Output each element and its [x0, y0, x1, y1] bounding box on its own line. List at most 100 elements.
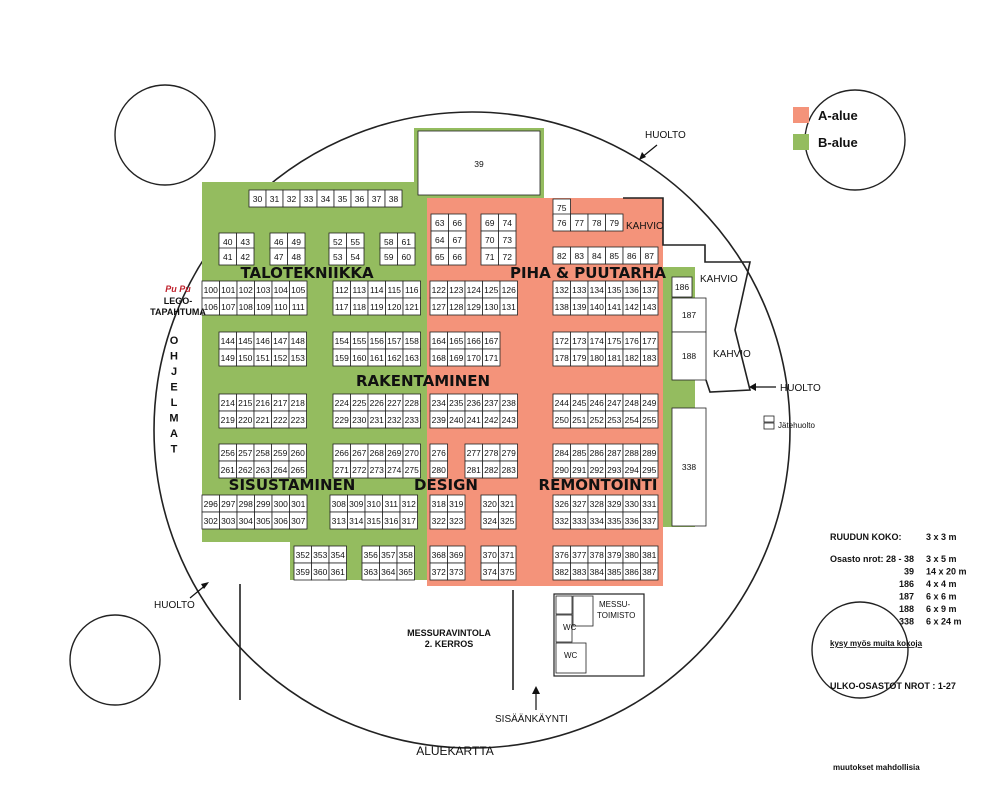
booth-131[interactable]: 131: [499, 297, 518, 316]
booth-135[interactable]: 135: [605, 280, 624, 299]
booth-381[interactable]: 381: [640, 545, 659, 564]
booth-140[interactable]: 140: [587, 297, 606, 316]
booth-49[interactable]: 49: [287, 232, 306, 251]
booth-315[interactable]: 315: [364, 511, 383, 530]
booth-175[interactable]: 175: [605, 331, 624, 350]
booth-334[interactable]: 334: [587, 511, 606, 530]
booth-113[interactable]: 113: [350, 280, 369, 299]
booth-187[interactable]: 187: [671, 297, 707, 333]
booth-107[interactable]: 107: [219, 297, 238, 316]
booth-293[interactable]: 293: [605, 460, 624, 479]
booth-254[interactable]: 254: [622, 410, 641, 429]
booth-145[interactable]: 145: [236, 331, 255, 350]
booth-215[interactable]: 215: [236, 393, 255, 412]
booth-302[interactable]: 302: [201, 511, 220, 530]
booth-151[interactable]: 151: [253, 348, 272, 367]
booth-161[interactable]: 161: [367, 348, 386, 367]
booth-307[interactable]: 307: [289, 511, 308, 530]
booth-374[interactable]: 374: [480, 562, 499, 581]
booth-121[interactable]: 121: [402, 297, 421, 316]
booth-167[interactable]: 167: [482, 331, 501, 350]
booth-109[interactable]: 109: [254, 297, 273, 316]
booth-83[interactable]: 83: [570, 246, 589, 265]
booth-274[interactable]: 274: [385, 460, 404, 479]
booth-337[interactable]: 337: [640, 511, 659, 530]
booth-306[interactable]: 306: [271, 511, 290, 530]
booth-357[interactable]: 357: [379, 545, 398, 564]
booth-177[interactable]: 177: [640, 331, 659, 350]
booth-70[interactable]: 70: [480, 230, 499, 249]
booth-359[interactable]: 359: [293, 562, 312, 581]
booth-238[interactable]: 238: [499, 393, 518, 412]
booth-299[interactable]: 299: [254, 494, 273, 513]
booth-147[interactable]: 147: [271, 331, 290, 350]
booth-284[interactable]: 284: [552, 443, 571, 462]
booth-321[interactable]: 321: [498, 494, 517, 513]
booth-229[interactable]: 229: [332, 410, 351, 429]
booth-319[interactable]: 319: [447, 494, 466, 513]
booth-100[interactable]: 100: [201, 280, 220, 299]
booth-179[interactable]: 179: [570, 348, 589, 367]
booth-250[interactable]: 250: [552, 410, 571, 429]
booth-173[interactable]: 173: [570, 331, 589, 350]
booth-117[interactable]: 117: [332, 297, 351, 316]
booth-133[interactable]: 133: [570, 280, 589, 299]
booth-149[interactable]: 149: [218, 348, 237, 367]
booth-248[interactable]: 248: [622, 393, 641, 412]
booth-303[interactable]: 303: [219, 511, 238, 530]
booth-170[interactable]: 170: [464, 348, 483, 367]
booth-286[interactable]: 286: [587, 443, 606, 462]
booth-328[interactable]: 328: [587, 494, 606, 513]
booth-132[interactable]: 132: [552, 280, 571, 299]
booth-358[interactable]: 358: [396, 545, 415, 564]
booth-320[interactable]: 320: [480, 494, 499, 513]
booth-266[interactable]: 266: [332, 443, 351, 462]
booth-324[interactable]: 324: [480, 511, 499, 530]
booth-253[interactable]: 253: [605, 410, 624, 429]
booth-273[interactable]: 273: [367, 460, 386, 479]
booth-63[interactable]: 63: [430, 213, 449, 232]
booth-181[interactable]: 181: [605, 348, 624, 367]
booth-159[interactable]: 159: [332, 348, 351, 367]
booth-232[interactable]: 232: [385, 410, 404, 429]
booth-104[interactable]: 104: [271, 280, 290, 299]
booth-59[interactable]: 59: [379, 247, 398, 266]
booth-255[interactable]: 255: [640, 410, 659, 429]
booth-186[interactable]: 186: [671, 276, 693, 298]
booth-32[interactable]: 32: [282, 189, 301, 208]
booth-160[interactable]: 160: [350, 348, 369, 367]
booth-129[interactable]: 129: [464, 297, 483, 316]
booth-249[interactable]: 249: [640, 393, 659, 412]
booth-338[interactable]: 338: [671, 407, 707, 527]
booth-214[interactable]: 214: [218, 393, 237, 412]
booth-163[interactable]: 163: [402, 348, 421, 367]
booth-332[interactable]: 332: [552, 511, 571, 530]
booth-124[interactable]: 124: [464, 280, 483, 299]
booth-47[interactable]: 47: [269, 247, 288, 266]
booth-176[interactable]: 176: [622, 331, 641, 350]
booth-308[interactable]: 308: [329, 494, 348, 513]
booth-251[interactable]: 251: [570, 410, 589, 429]
booth-222[interactable]: 222: [271, 410, 290, 429]
booth-275[interactable]: 275: [402, 460, 421, 479]
booth-260[interactable]: 260: [288, 443, 307, 462]
booth-218[interactable]: 218: [288, 393, 307, 412]
booth-370[interactable]: 370: [480, 545, 499, 564]
booth-361[interactable]: 361: [328, 562, 347, 581]
booth-78[interactable]: 78: [587, 213, 606, 232]
booth-224[interactable]: 224: [332, 393, 351, 412]
booth-301[interactable]: 301: [289, 494, 308, 513]
booth-43[interactable]: 43: [236, 232, 255, 251]
booth-298[interactable]: 298: [236, 494, 255, 513]
booth-240[interactable]: 240: [447, 410, 466, 429]
booth-380[interactable]: 380: [622, 545, 641, 564]
booth-141[interactable]: 141: [605, 297, 624, 316]
booth-162[interactable]: 162: [385, 348, 404, 367]
booth-166[interactable]: 166: [464, 331, 483, 350]
booth-86[interactable]: 86: [622, 246, 641, 265]
booth-382[interactable]: 382: [552, 562, 571, 581]
booth-158[interactable]: 158: [402, 331, 421, 350]
booth-295[interactable]: 295: [640, 460, 659, 479]
booth-115[interactable]: 115: [385, 280, 404, 299]
booth-119[interactable]: 119: [367, 297, 386, 316]
